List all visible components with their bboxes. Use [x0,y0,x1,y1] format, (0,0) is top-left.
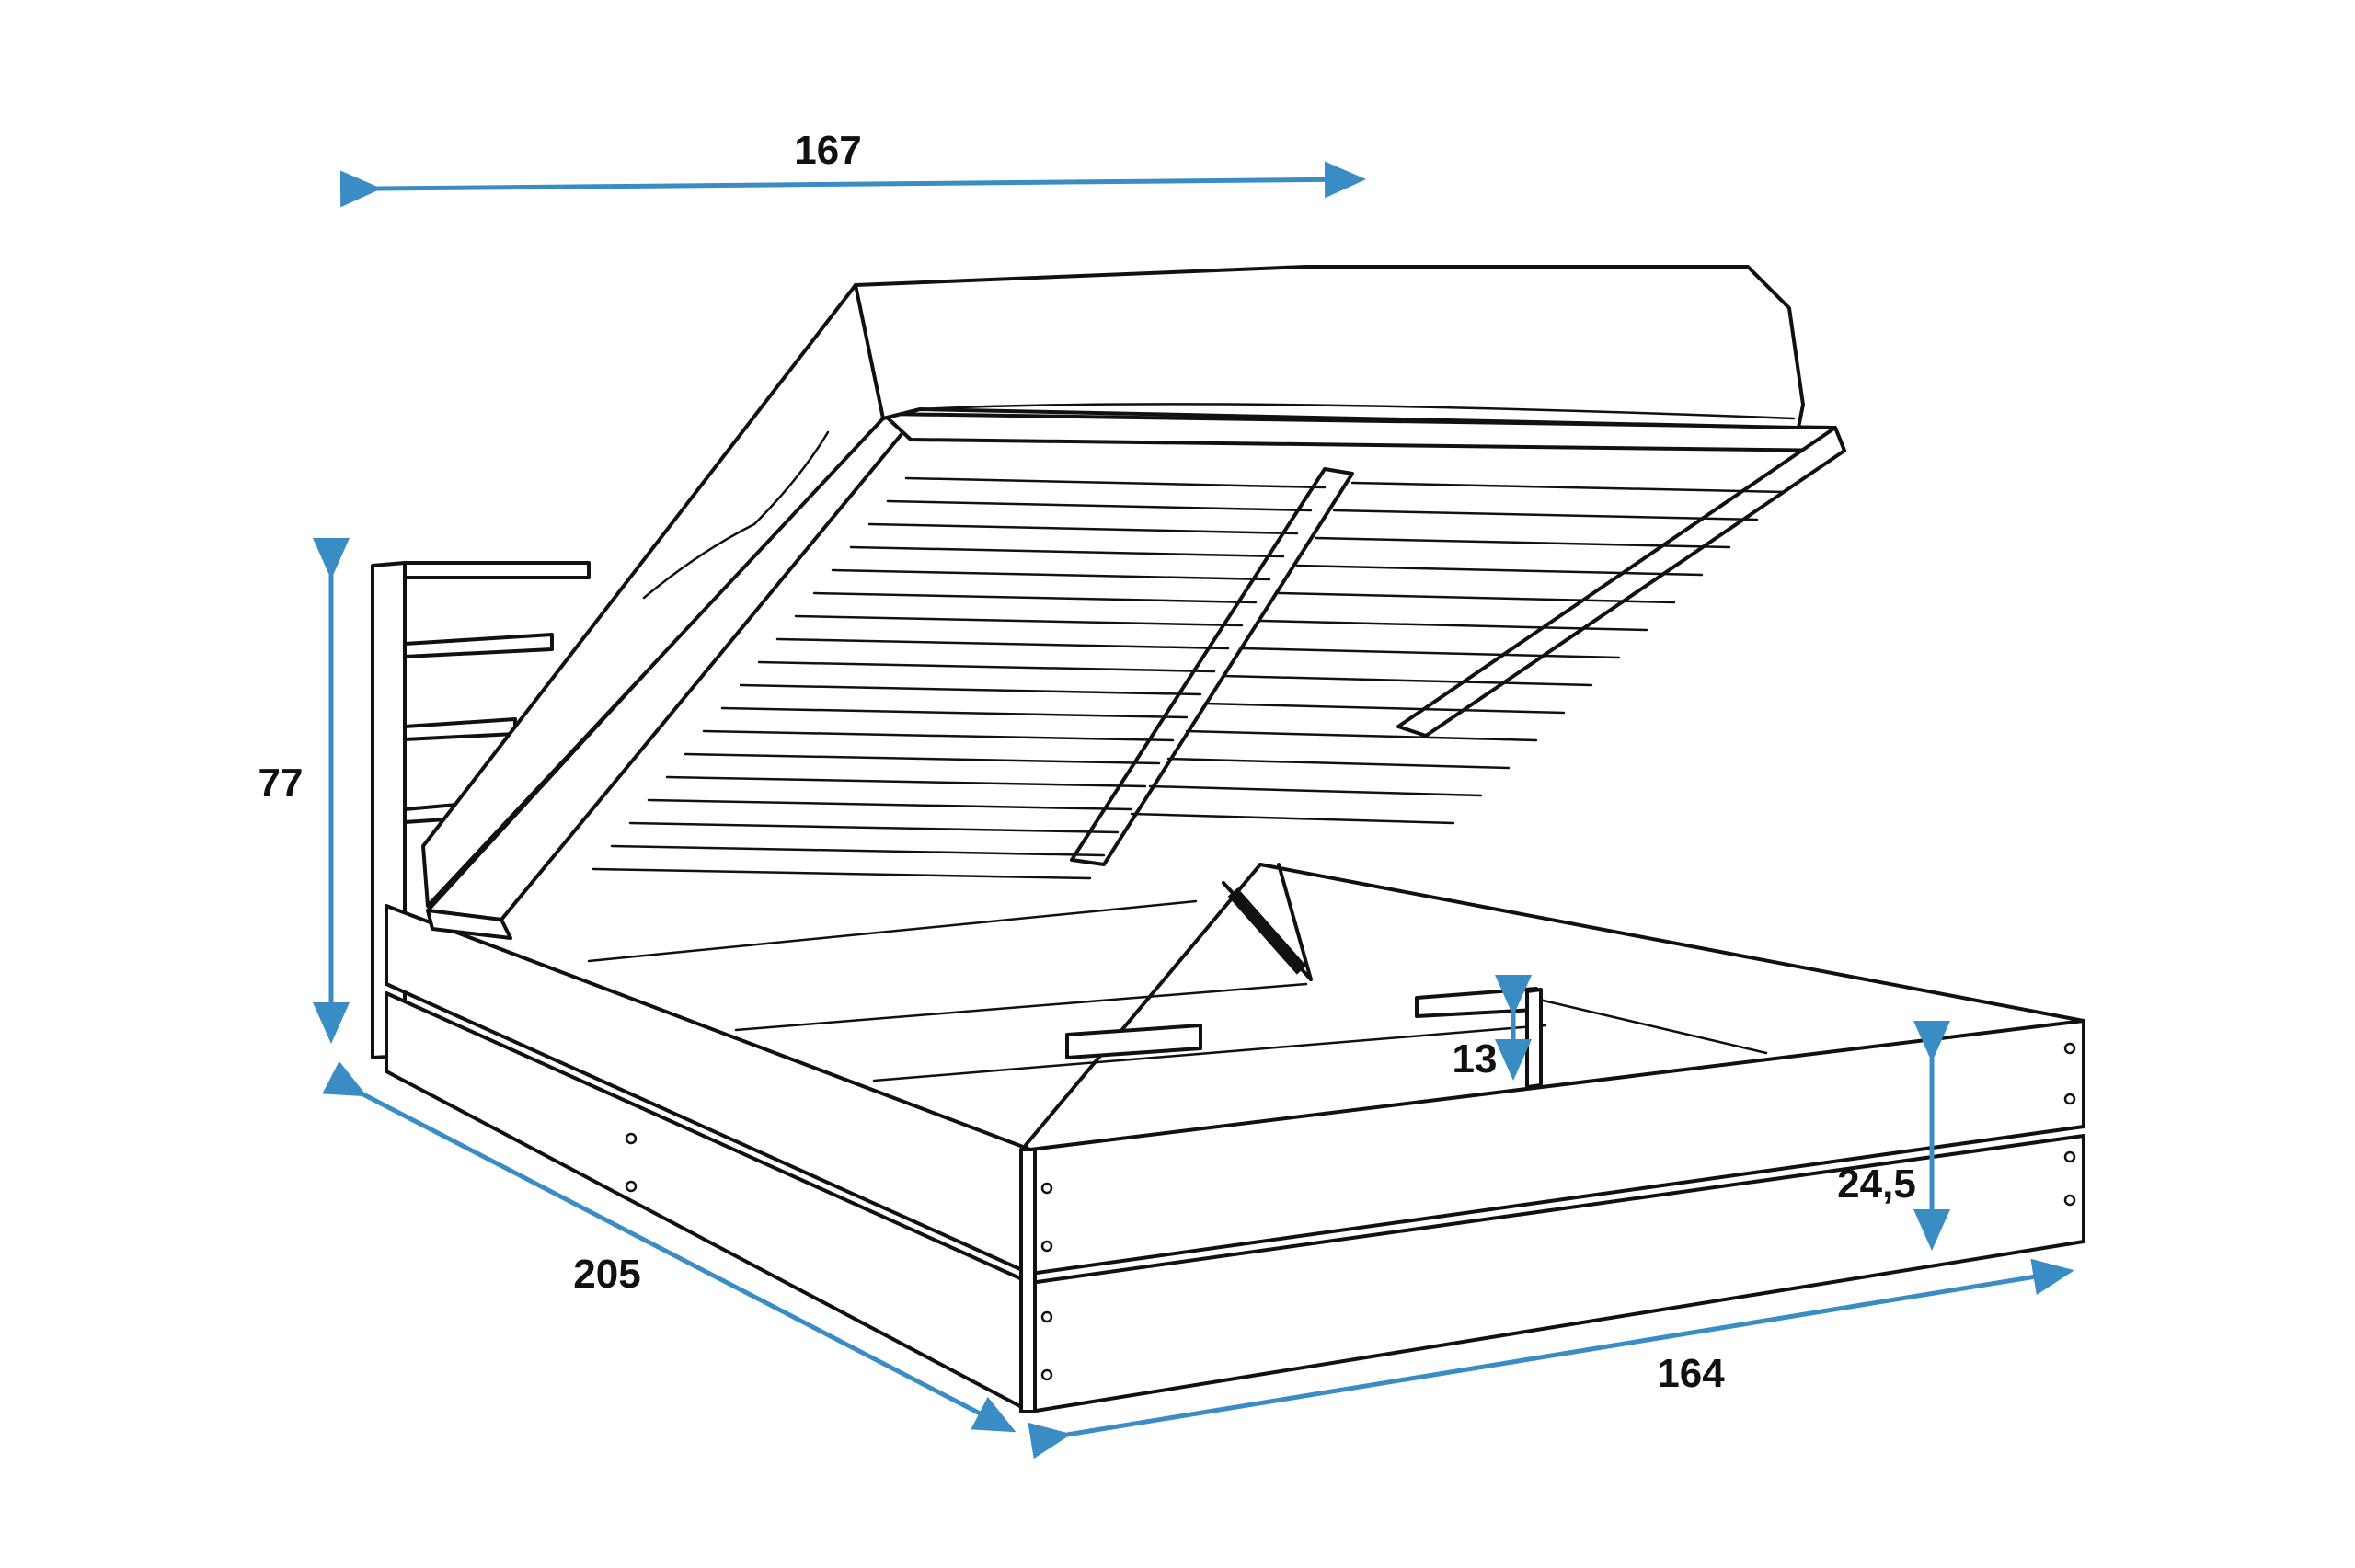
dimension-arrows [313,161,2074,1459]
width-bottom-label: 164 [1657,1351,1725,1396]
slats [592,476,1786,880]
slatted-frame [426,412,1846,940]
height-label: 77 [258,761,304,806]
width-bottom-arrow [1028,1258,2074,1459]
width-top-arrow [339,161,1366,208]
mattress [421,265,1805,908]
length-label: 205 [573,1252,640,1297]
width-top-label: 167 [794,128,861,173]
base-frame [385,863,2085,1413]
storage-depth-label: 13 [1453,1036,1498,1082]
gas-spring [1222,863,1313,981]
frame-height-label: 24,5 [1837,1162,1916,1207]
length-arrow [322,1060,1017,1433]
